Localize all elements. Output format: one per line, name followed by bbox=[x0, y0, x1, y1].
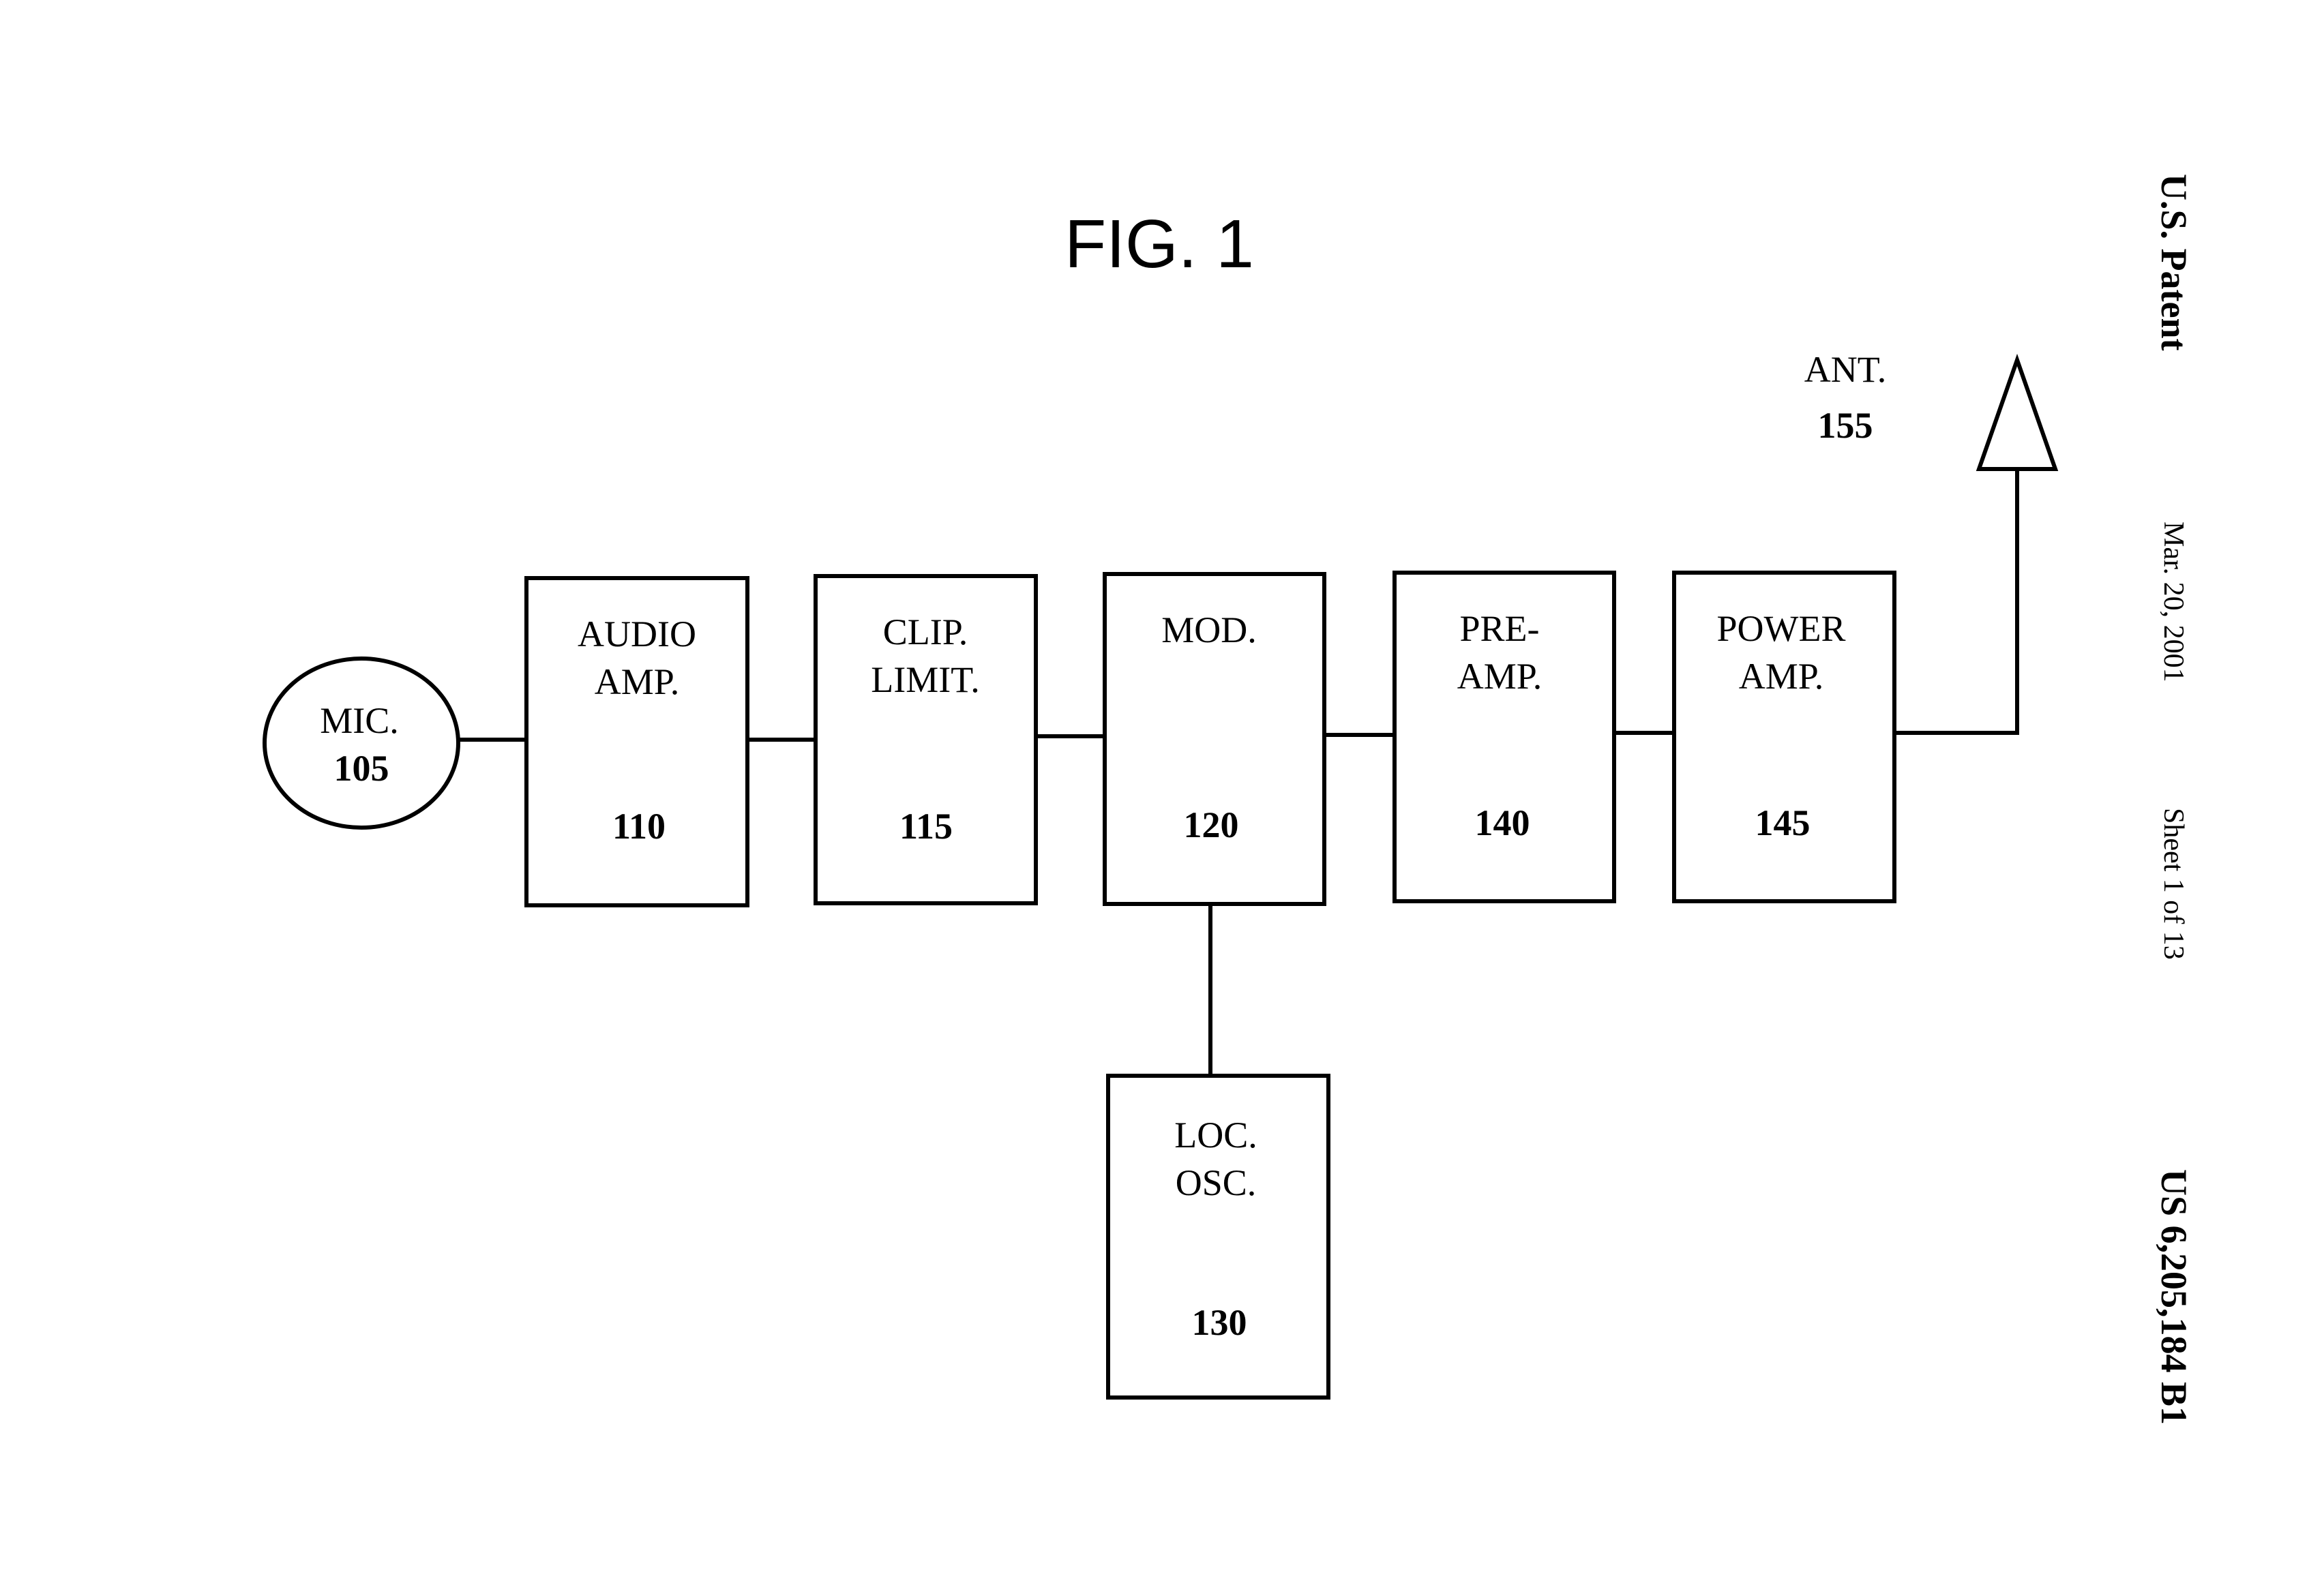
audio-amp-label-1: AUDIO bbox=[578, 614, 696, 654]
clip-limit-label-1: CLIP. bbox=[883, 612, 968, 652]
mic-circle bbox=[265, 659, 458, 828]
power-amp-number: 145 bbox=[1755, 802, 1811, 843]
clip-limit-number: 115 bbox=[899, 806, 953, 847]
local-oscillator-label-2: OSC. bbox=[1176, 1162, 1257, 1203]
power-amp-block: POWER AMP. 145 bbox=[1674, 573, 1894, 901]
pre-amp-label-1: PRE- bbox=[1459, 608, 1539, 649]
pre-amp-number: 140 bbox=[1475, 802, 1530, 843]
antenna-label: ANT. bbox=[1804, 349, 1886, 390]
signal-wires bbox=[458, 469, 2017, 1076]
local-oscillator-block: LOC. OSC. 130 bbox=[1108, 1076, 1328, 1398]
header-patent: U.S. Patent bbox=[2154, 174, 2194, 350]
clip-limit-label-2: LIMIT. bbox=[871, 659, 979, 700]
header-date: Mar. 20, 2001 bbox=[2158, 522, 2189, 682]
mic-number: 105 bbox=[334, 748, 389, 789]
modulator-number: 120 bbox=[1184, 804, 1239, 845]
audio-amp-label-2: AMP. bbox=[595, 661, 680, 702]
header-sheet: Sheet 1 of 13 bbox=[2158, 808, 2189, 960]
audio-amp-block: AUDIO AMP. 110 bbox=[526, 578, 747, 905]
header-number: US 6,205,184 B1 bbox=[2154, 1169, 2194, 1425]
antenna-number: 155 bbox=[1818, 405, 1873, 446]
audio-amp-number: 110 bbox=[612, 806, 666, 847]
power-amp-label-1: POWER bbox=[1717, 608, 1846, 649]
wire-power-antenna bbox=[1894, 469, 2017, 733]
power-amp-label-2: AMP. bbox=[1739, 656, 1824, 697]
figure-title: FIG. 1 bbox=[1064, 206, 1254, 282]
mic-block: MIC. 105 bbox=[265, 659, 458, 828]
local-oscillator-number: 130 bbox=[1192, 1302, 1247, 1343]
pre-amp-block: PRE- AMP. 140 bbox=[1395, 573, 1614, 901]
antenna-icon bbox=[1979, 360, 2055, 469]
patent-header: U.S. Patent Mar. 20, 2001 Sheet 1 of 13 … bbox=[2154, 174, 2194, 1425]
modulator-block: MOD. 120 bbox=[1105, 574, 1324, 904]
clip-limit-block: CLIP. LIMIT. 115 bbox=[816, 576, 1036, 903]
mic-label: MIC. bbox=[320, 700, 399, 741]
local-oscillator-label-1: LOC. bbox=[1174, 1115, 1257, 1156]
modulator-label: MOD. bbox=[1161, 609, 1257, 650]
pre-amp-label-2: AMP. bbox=[1457, 656, 1543, 697]
antenna-block: ANT. 155 bbox=[1804, 349, 2055, 469]
